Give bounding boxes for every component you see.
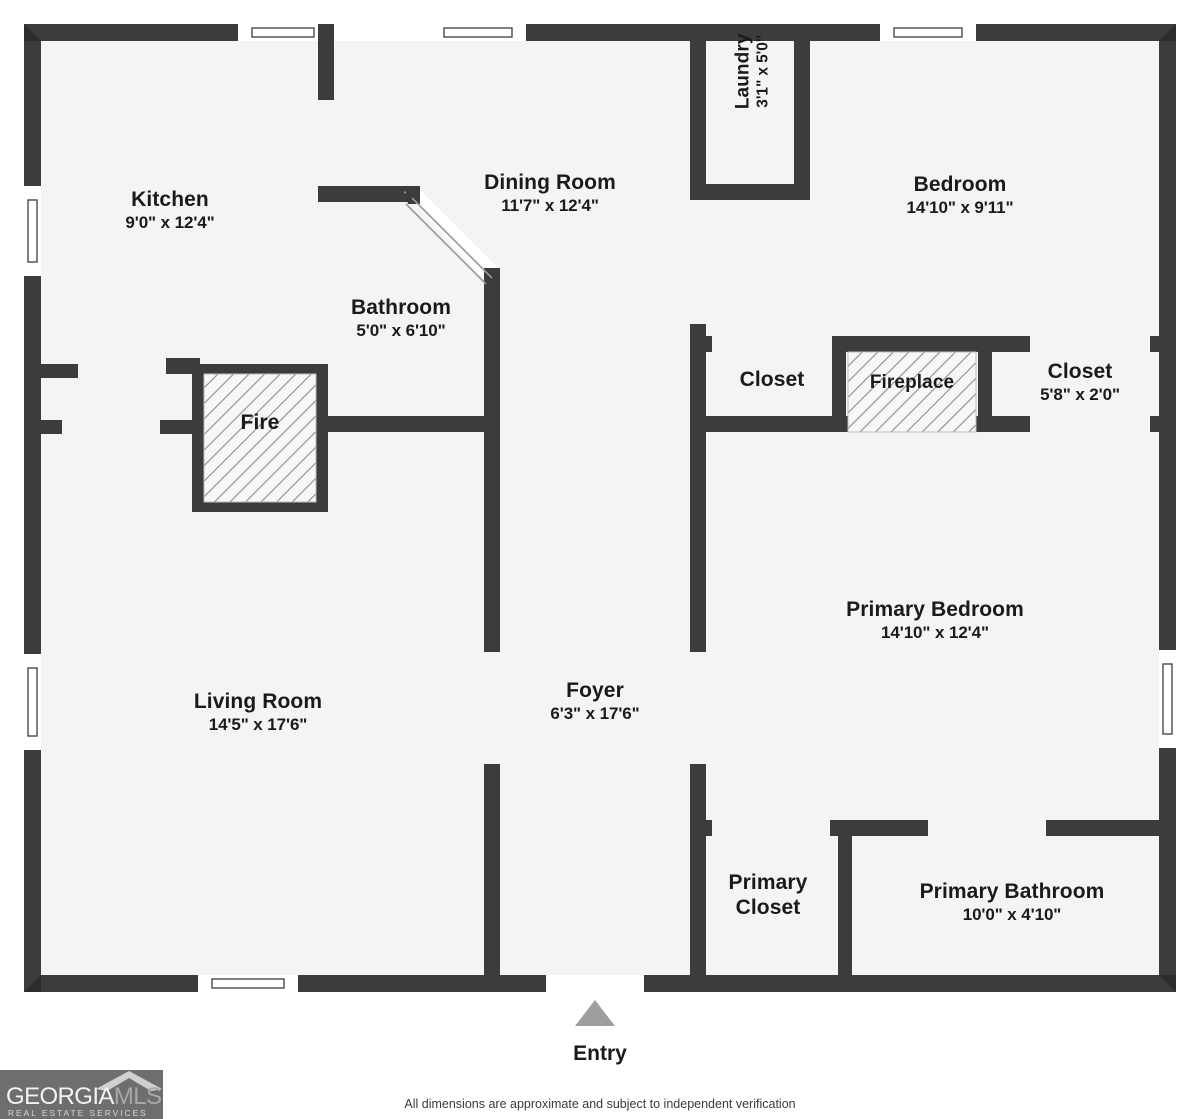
hatched-areas (203, 351, 977, 503)
logo-word-mls: MLS (113, 1083, 162, 1110)
logo-wordmark: GEORGIAMLS (6, 1083, 162, 1111)
wall-joints (24, 24, 1176, 992)
logo-word-georgia: GEORGIA (6, 1083, 114, 1110)
roof-icon (96, 1071, 162, 1091)
logo-tagline: REAL ESTATE SERVICES (8, 1108, 148, 1118)
entry-label: Entry (573, 1042, 627, 1065)
window-glazing (27, 27, 1173, 989)
entry-marker (575, 1000, 615, 1026)
disclaimer-text: All dimensions are approximate and subje… (404, 1097, 796, 1111)
georgia-mls-logo: GEORGIAMLS REAL ESTATE SERVICES (0, 1070, 163, 1119)
diagonal-door-line (405, 197, 493, 285)
